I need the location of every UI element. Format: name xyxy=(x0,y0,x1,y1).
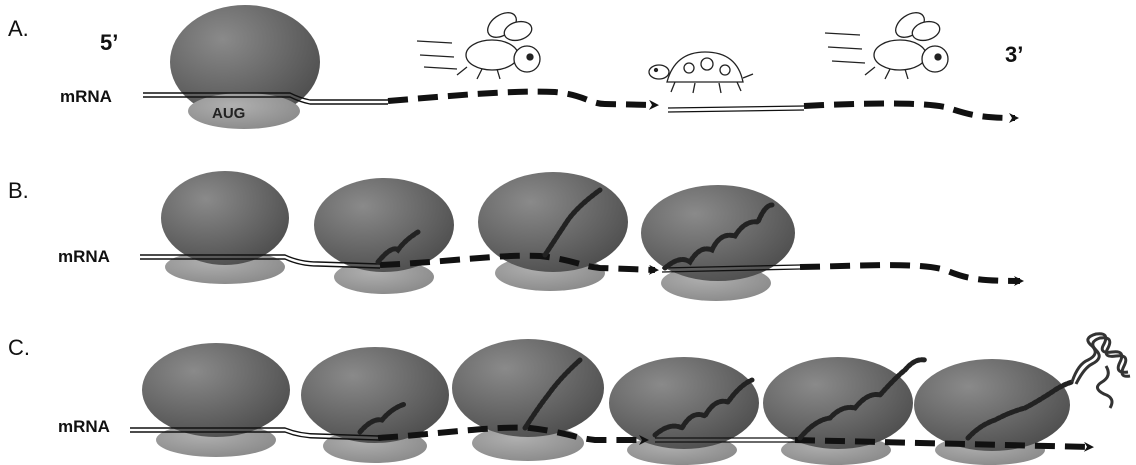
large-subunit xyxy=(763,357,913,449)
large-subunits-c xyxy=(142,339,1070,451)
mrna-dashed-segment xyxy=(799,262,1024,286)
panel-c: C. mRNA xyxy=(8,332,1131,465)
large-subunit xyxy=(142,343,290,437)
fly-icon xyxy=(824,12,949,80)
peptide-chains-c xyxy=(357,357,1075,441)
mrna-label-b: mRNA xyxy=(58,247,110,266)
small-subunit xyxy=(188,93,300,129)
start-codon-label: AUG xyxy=(212,105,245,122)
small-subunit xyxy=(472,425,584,461)
peptide-chain xyxy=(965,379,1075,441)
folded-protein-icon xyxy=(1070,332,1131,409)
mrna-dashed-segment xyxy=(377,424,649,445)
panel-b: B. mRNA xyxy=(8,171,1024,301)
mrna-label-c: mRNA xyxy=(58,417,110,436)
fly-icon xyxy=(416,12,541,80)
large-subunit xyxy=(641,185,795,281)
peptide-chains-b xyxy=(375,187,775,271)
mrna-strand-c xyxy=(130,424,1094,452)
three-prime-label: 3’ xyxy=(1005,42,1023,67)
peptide-chain xyxy=(375,229,421,265)
panel-a-label: A. xyxy=(8,16,29,41)
large-subunits-b xyxy=(161,171,795,281)
ribosome-a: AUG xyxy=(170,5,320,129)
peptide-chain xyxy=(662,202,775,271)
mrna-dashed-segment xyxy=(794,437,1094,452)
large-subunit xyxy=(314,178,454,272)
peptide-chain xyxy=(652,377,755,438)
mrna-dashed-segment xyxy=(387,88,659,110)
panel-a: A. 5’ 3’ mRNA AUG xyxy=(8,5,1023,129)
large-subunit xyxy=(914,359,1070,451)
mrna-dashed-segment xyxy=(379,252,659,275)
large-subunit xyxy=(170,5,320,119)
peptide-chain xyxy=(542,187,603,258)
turtle-icon xyxy=(648,51,754,94)
five-prime-label: 5’ xyxy=(100,30,118,55)
peptide-chain xyxy=(357,401,408,435)
peptide-chain xyxy=(522,357,583,431)
panel-b-label: B. xyxy=(8,178,29,203)
panel-c-label: C. xyxy=(8,335,30,360)
peptide-chain xyxy=(797,357,928,441)
mrna-strand-a xyxy=(143,88,1019,123)
large-subunit xyxy=(609,357,759,449)
mrna-label-a: mRNA xyxy=(60,87,112,106)
mrna-strand-b xyxy=(140,252,1024,286)
mrna-dashed-segment xyxy=(803,100,1019,123)
large-subunit xyxy=(452,339,604,437)
large-subunit xyxy=(301,347,449,443)
large-subunit xyxy=(161,171,289,265)
